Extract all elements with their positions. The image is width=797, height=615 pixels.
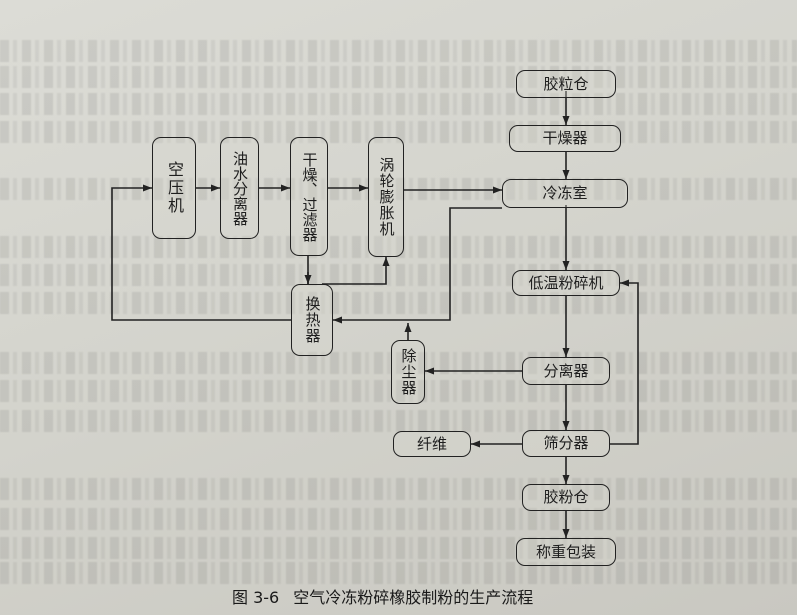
node-heat-exchanger: 换热器 <box>291 284 333 356</box>
node-separator: 分离器 <box>522 357 610 385</box>
edge-freezer-to-exchanger <box>333 207 502 324</box>
caption-number: 图 3-6 <box>232 588 280 607</box>
node-dust-remover: 除尘器 <box>391 340 425 404</box>
node-fiber: 纤维 <box>393 431 471 457</box>
edge-exchanger-to-compressor <box>111 184 291 321</box>
caption-title: 空气冷冻粉碎橡胶制粉的生产流程 <box>293 588 534 607</box>
node-powder-bin: 胶粉仓 <box>522 484 610 511</box>
node-compressor: 空压机 <box>152 137 196 239</box>
node-screener: 筛分器 <box>522 430 610 457</box>
node-drier: 干燥器 <box>509 125 621 152</box>
figure-caption: 图 3-6 空气冷冻粉碎橡胶制粉的生产流程 <box>232 584 533 608</box>
node-weigh-pack: 称重包装 <box>516 538 616 566</box>
node-oil-water-separator: 油水分离器 <box>220 137 259 239</box>
edge-screener-recycle-to-mill <box>610 279 639 445</box>
node-freezer-room: 冷冻室 <box>502 179 628 208</box>
node-cryo-mill: 低温粉碎机 <box>512 270 620 296</box>
node-turbo-expander: 涡轮膨胀机 <box>368 137 404 257</box>
node-granule-bin: 胶粒仓 <box>516 70 616 98</box>
edge-exchanger-up-to-expander <box>322 257 390 285</box>
node-dryer-filter: 干燥、过滤器 <box>290 137 328 256</box>
